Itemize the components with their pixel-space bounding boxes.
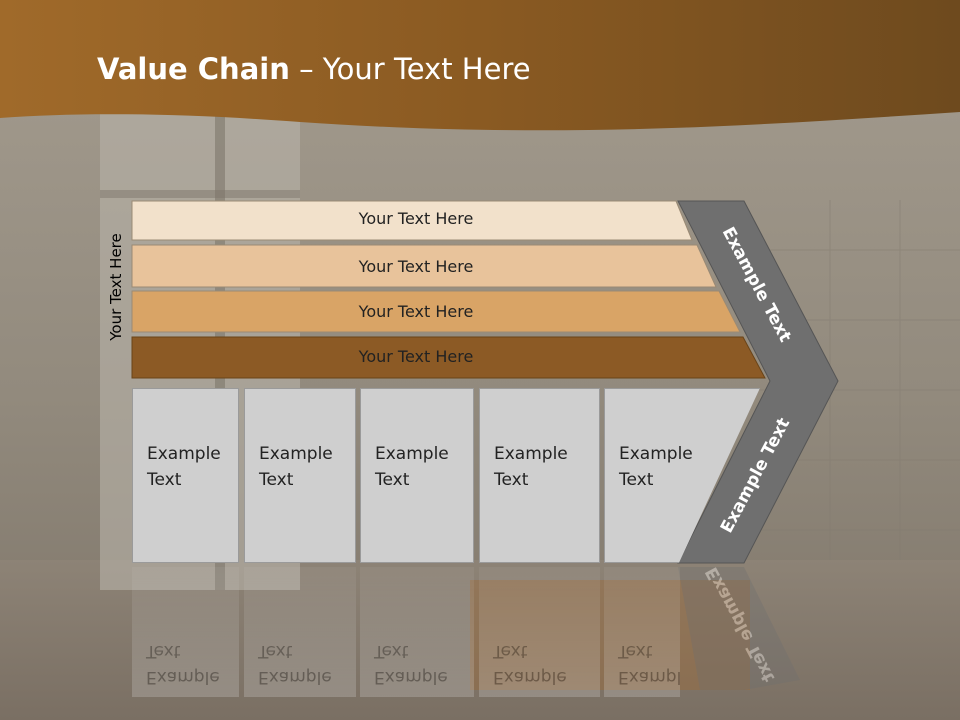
card-2-line1: Example: [259, 444, 333, 464]
card-4-line2: Text: [494, 470, 529, 490]
card-5-text: Example Text: [619, 441, 693, 493]
card-3-line1: Example: [375, 444, 449, 464]
band-1: Your Text Here: [131, 200, 693, 241]
chevron-reflection: Example Text: [678, 564, 800, 690]
activity-card-3: Example Text: [360, 388, 474, 563]
header-banner: [0, 0, 960, 131]
band-3: Your Text Here: [131, 290, 741, 333]
activity-card-2: Example Text: [244, 388, 356, 563]
page-title: Value Chain – Your Text Here: [97, 52, 531, 86]
card-5-line1: Example: [619, 444, 693, 464]
chevron-arrow: [677, 200, 839, 564]
title-bold: Value Chain: [97, 52, 290, 86]
activity-card-4: Example Text: [479, 388, 600, 563]
band-4-label: Your Text Here: [358, 347, 474, 366]
card-4-line1: Example: [494, 444, 568, 464]
card-1-line2: Text: [147, 470, 182, 490]
card-2-line2: Text: [259, 470, 294, 490]
card-1-text: Example Text: [147, 441, 221, 493]
card-4-text: Example Text: [494, 441, 568, 493]
card-3-line2: Text: [375, 470, 410, 490]
band-3-label: Your Text Here: [358, 302, 474, 321]
band-1-label: Your Text Here: [358, 209, 474, 228]
card-2-text: Example Text: [259, 441, 333, 493]
title-rest: – Your Text Here: [289, 52, 531, 86]
band-2: Your Text Here: [131, 244, 717, 288]
activity-card-1: Example Text: [132, 388, 239, 563]
card-5-line2: Text: [619, 470, 654, 490]
band-4: Your Text Here: [131, 336, 766, 379]
card-1-line1: Example: [147, 444, 221, 464]
card-3-text: Example Text: [375, 441, 449, 493]
band-2-label: Your Text Here: [358, 257, 474, 276]
